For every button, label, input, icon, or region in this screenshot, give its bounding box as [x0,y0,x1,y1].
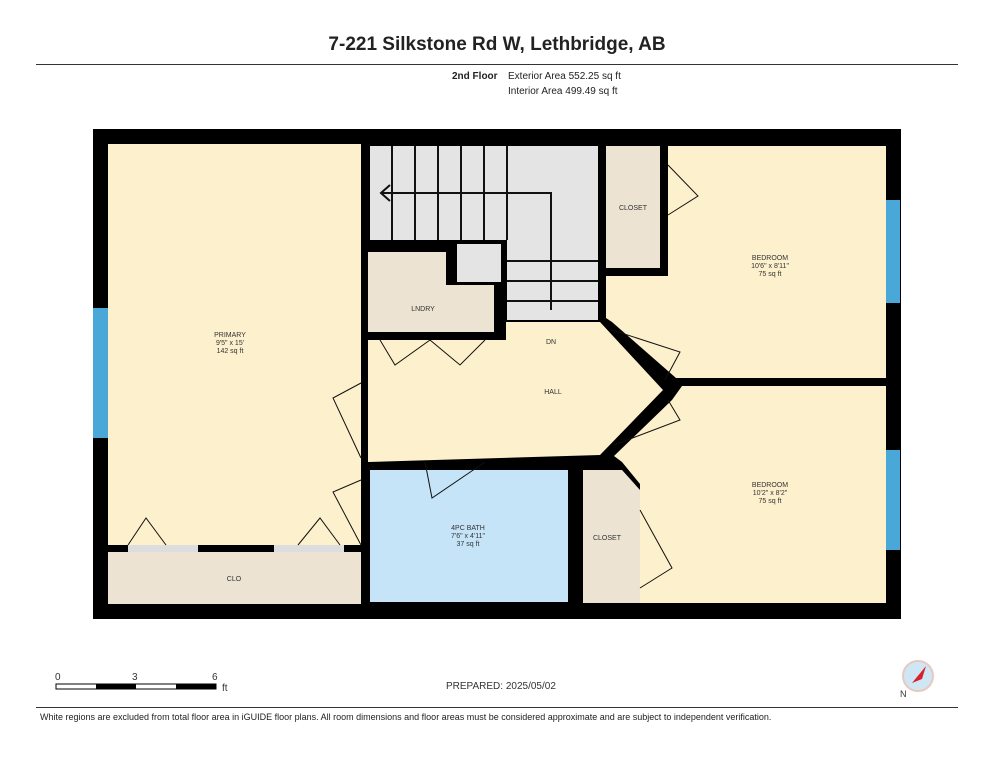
room-clo [108,552,361,604]
primary-area: 142 sq ft [217,348,244,355]
bedroom2-area: 75 sq ft [759,498,782,505]
stairs [370,146,598,320]
floor-label: 2nd Floor [452,71,498,82]
window [93,308,108,438]
hall-name: HALL [544,389,562,396]
bedroom1-name: BEDROOM [752,255,788,262]
door-swings [127,164,699,589]
room-closet-top [606,146,660,268]
bath-name: 4PC BATH [451,525,485,532]
dn-label: DN [546,339,556,346]
disclaimer: White regions are excluded from total fl… [40,712,772,722]
divider [36,64,958,65]
room-closet-bottom [583,470,640,603]
svg-text:N: N [900,689,907,699]
door-gap [128,545,198,552]
scale-3: 3 [132,672,138,683]
bedroom1-area: 75 sq ft [759,271,782,278]
primary-name: PRIMARY [214,332,246,339]
closet-top-name: CLOSET [619,205,648,212]
scale-6: 6 [212,672,218,683]
lndry-name: LNDRY [411,306,435,313]
compass-icon: N [900,660,934,699]
scale-unit: ft [222,683,228,694]
bedroom1-dims: 10'6" x 8'11" [751,263,789,270]
room-bedroom-1 [606,146,886,378]
room-bath [370,470,568,602]
bath-dims: 7'6" x 4'11" [451,533,485,540]
divider [36,707,958,708]
window [886,200,900,303]
scale-0: 0 [55,672,61,683]
exterior-area: Exterior Area 552.25 sq ft [508,71,621,82]
page-title: 7-221 Silkstone Rd W, Lethbridge, AB [328,34,666,55]
room-lndry [368,252,494,332]
window [886,450,900,550]
room-bedroom-2 [614,386,886,603]
bedroom2-dims: 10'2" x 8'2" [753,490,788,497]
room-hall [368,322,663,462]
primary-dims: 9'5" x 15' [216,340,244,347]
scale-bar: 0 3 6 ft [55,672,228,694]
clo-name: CLO [227,576,242,583]
closet-bottom-name: CLOSET [593,535,622,542]
bath-area: 37 sq ft [457,541,480,548]
bedroom2-name: BEDROOM [752,482,788,489]
interior-area: Interior Area 499.49 sq ft [508,86,618,97]
prepared-date: PREPARED: 2025/05/02 [446,681,556,692]
room-primary [108,144,361,545]
door-gap [274,545,344,552]
